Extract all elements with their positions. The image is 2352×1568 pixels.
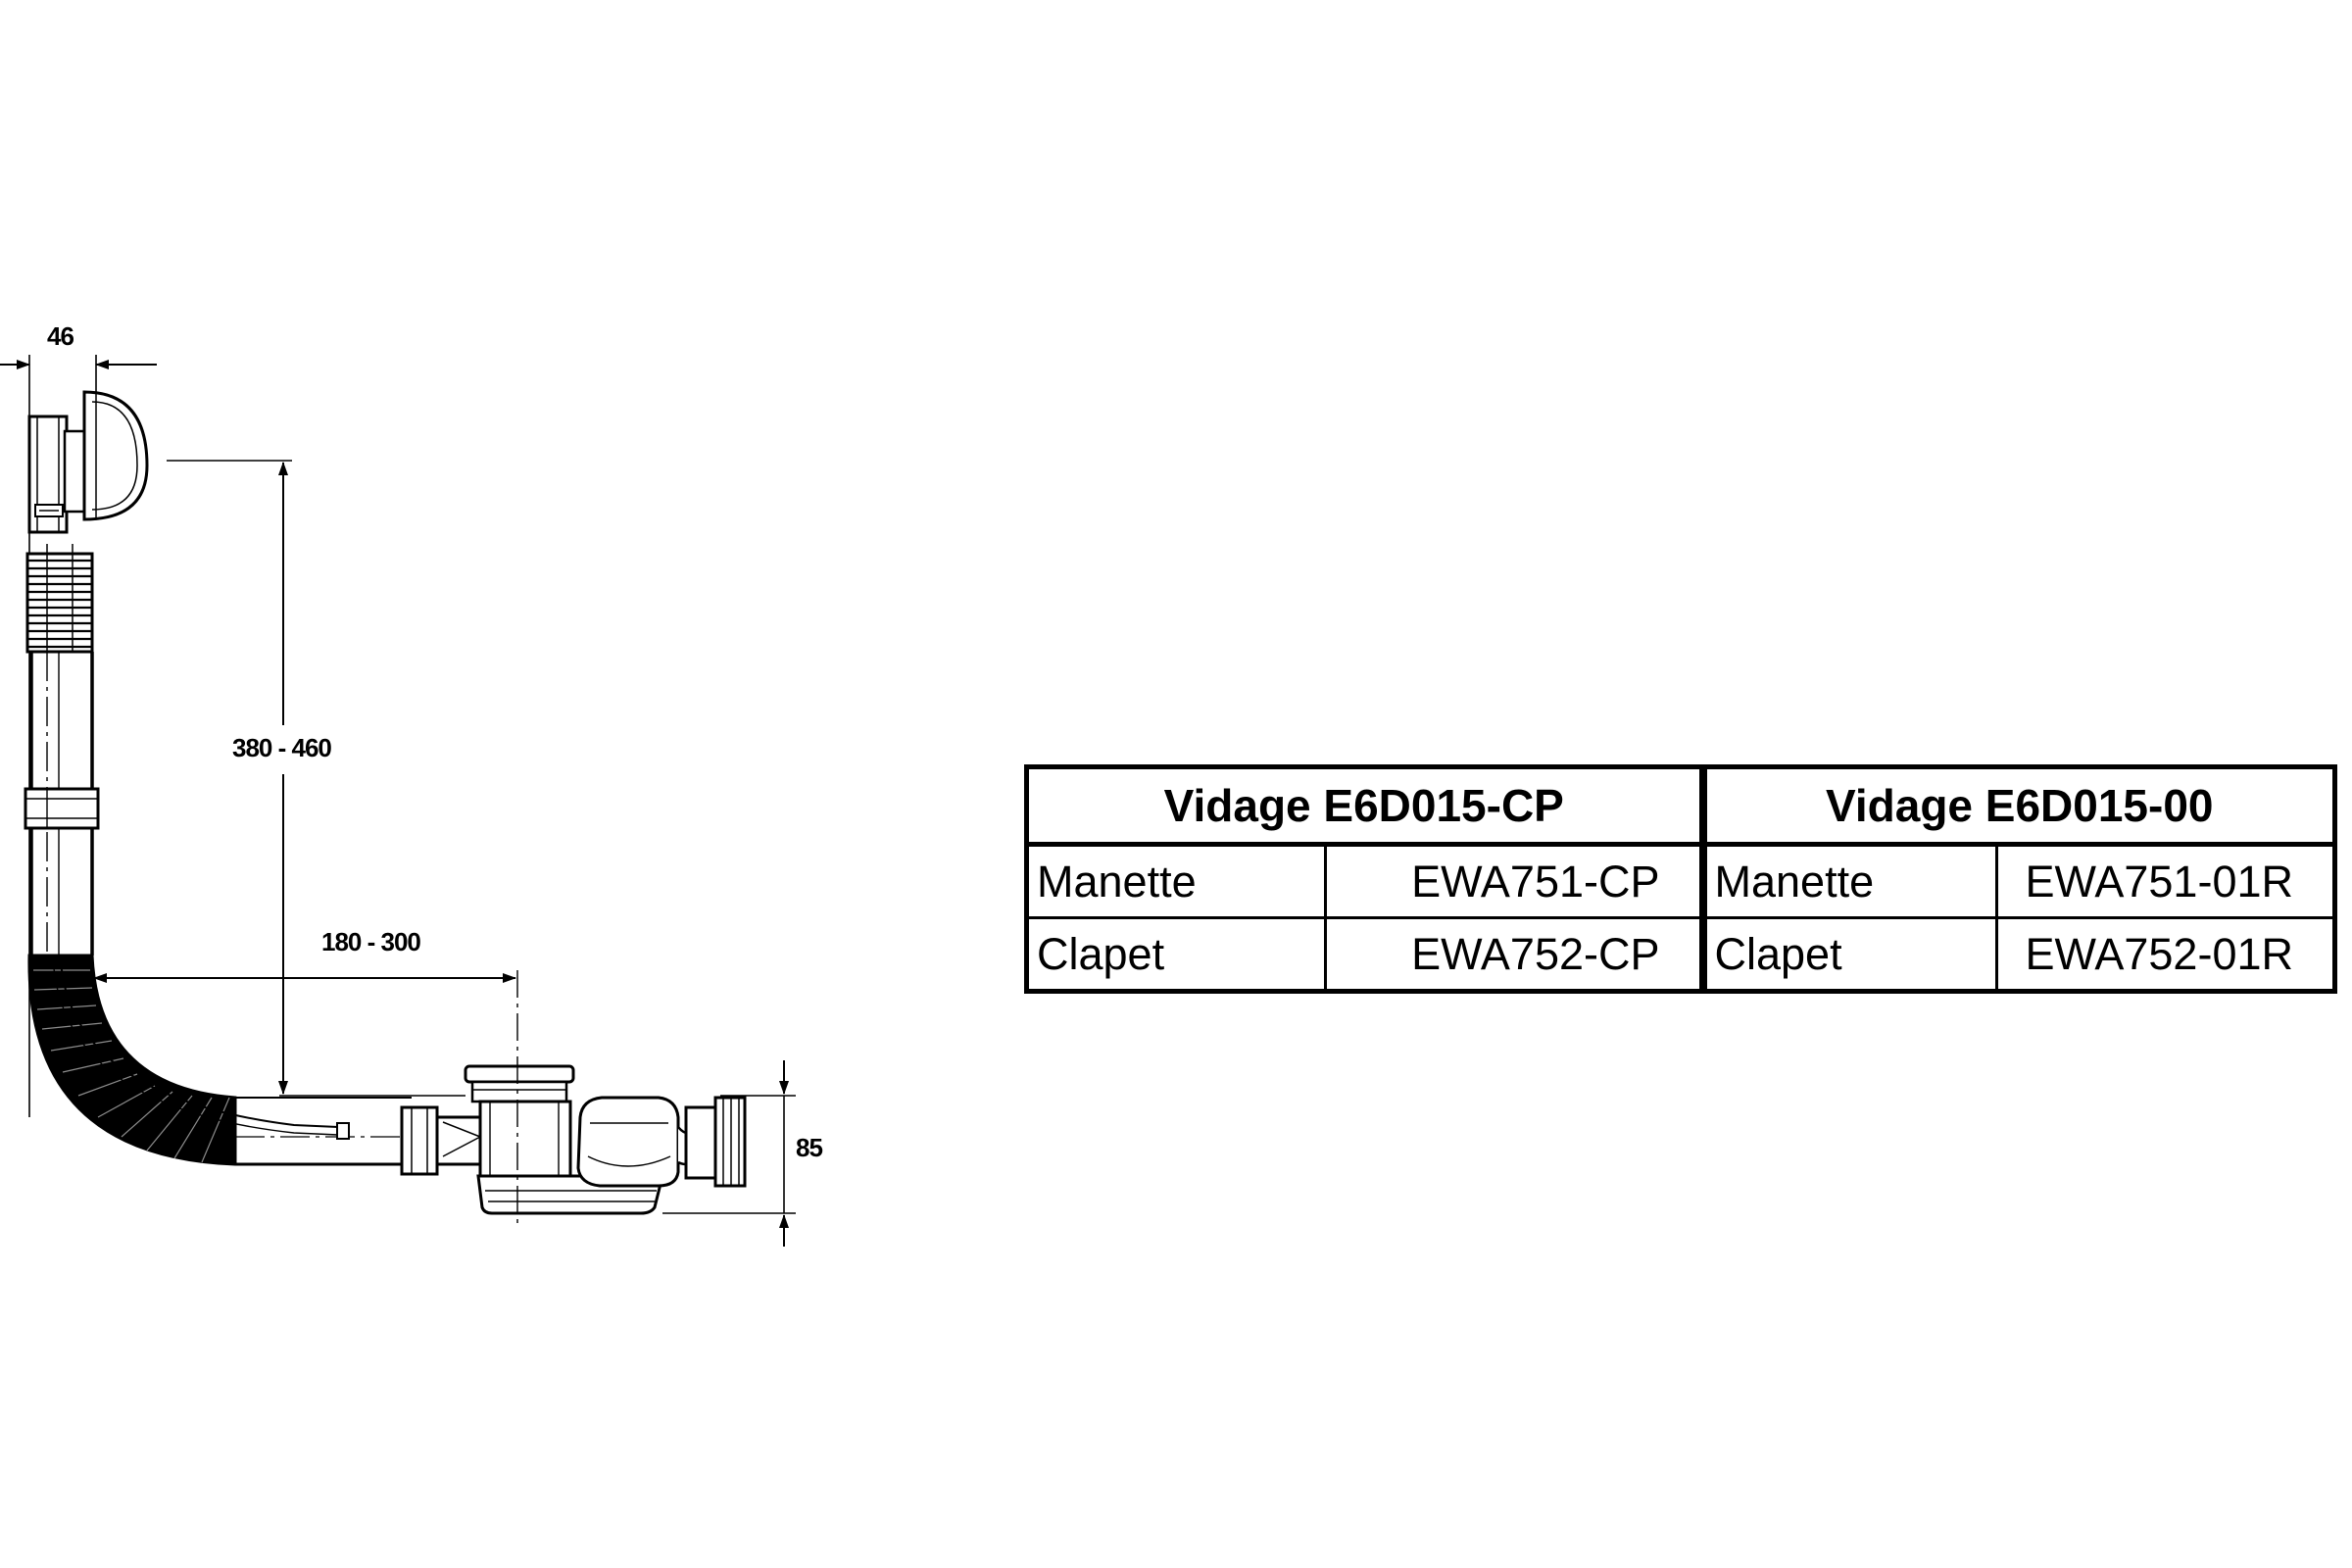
row-label: Manette [1025,843,1327,919]
dimension-46-label: 46 [47,321,74,351]
row-ref: EWA752-CP [1324,916,1704,993]
table-row: Manette EWA751-CP Manette EWA751-01R [1025,843,2336,919]
dimension-380-460-label: 380 - 460 [232,733,331,762]
drain-body [464,970,747,1225]
part-reference-table: Vidage E6D015-CP Vidage E6D015-00 Manett… [1024,764,2337,994]
dimension-85: 85 [662,1060,823,1247]
horizontal-tube [235,1097,486,1176]
overflow-head [27,390,149,534]
bent-flex-hose [27,954,339,1166]
dimension-180-300: 180 - 300 [93,927,516,983]
dimension-85-label: 85 [796,1133,822,1162]
table-header-row: Vidage E6D015-CP Vidage E6D015-00 [1025,765,2336,847]
bath-drain-technical-drawing: 46 [0,321,823,1247]
group-title-cp: Vidage E6D015-CP [1025,765,1704,847]
dimension-180-300-label: 180 - 300 [321,927,420,956]
row-ref: EWA751-01R [1995,843,2336,919]
group-title-00: Vidage E6D015-00 [1698,765,2336,847]
table-row: Clapet EWA752-CP Clapet EWA752-01R [1025,916,2336,993]
vertical-corrugated-tube [24,544,100,960]
row-ref: EWA751-CP [1324,843,1704,919]
row-label: Clapet [1698,916,1998,993]
dimension-380-460: 380 - 460 [167,460,466,1097]
row-label: Clapet [1025,916,1327,993]
row-label: Manette [1698,843,1998,919]
row-ref: EWA752-01R [1995,916,2336,993]
